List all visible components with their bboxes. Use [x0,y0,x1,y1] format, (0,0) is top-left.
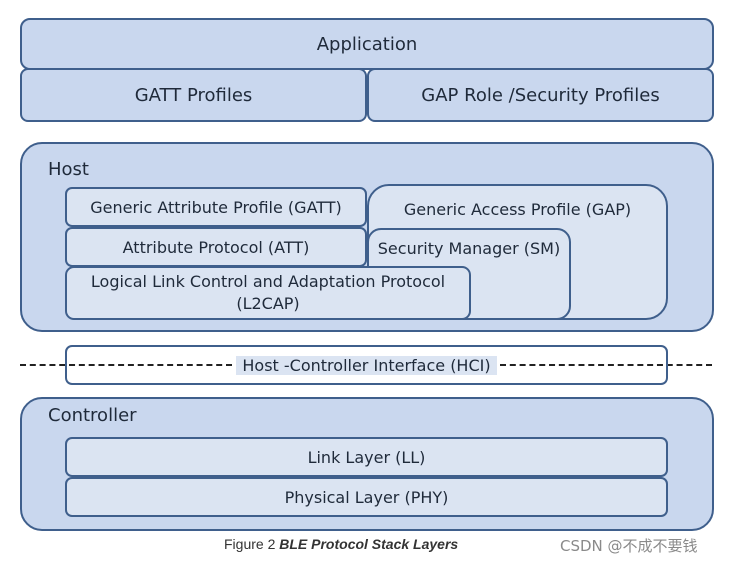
gatt-label: Generic Attribute Profile (GATT) [90,197,342,217]
att-label: Attribute Protocol (ATT) [122,237,310,257]
figure-caption: Figure 2 BLE Protocol Stack Layers [224,536,458,552]
gatt-profiles-box: GATT Profiles [20,68,367,122]
caption-prefix: Figure 2 [224,536,280,552]
gatt-profiles-label: GATT Profiles [134,84,253,106]
hci-dashed-line-left [20,364,232,366]
gap-label: Generic Access Profile (GAP) [403,200,632,219]
ll-box: Link Layer (LL) [65,437,668,477]
l2cap-box: Logical Link Control and Adaptation Prot… [65,266,471,320]
l2cap-label-line1: Logical Link Control and Adaptation Prot… [90,272,446,291]
ll-label: Link Layer (LL) [307,447,426,467]
gap-profiles-label: GAP Role /Security Profiles [421,84,660,106]
controller-title: Controller [48,405,137,426]
att-box: Attribute Protocol (ATT) [65,227,367,267]
phy-label: Physical Layer (PHY) [284,487,449,507]
hci-dashed-line-right [500,364,712,366]
application-label: Application [316,33,418,55]
application-box: Application [20,18,714,70]
caption-title: BLE Protocol Stack Layers [279,536,459,552]
sm-label: Security Manager (SM) [377,239,561,258]
hci-label: Host -Controller Interface (HCI) [236,355,497,375]
watermark: CSDN @不成不要钱 [560,537,698,555]
host-title: Host [48,159,89,180]
l2cap-label-line2: (L2CAP) [236,294,300,313]
phy-box: Physical Layer (PHY) [65,477,668,517]
gatt-box: Generic Attribute Profile (GATT) [65,187,367,227]
hci-box: Host -Controller Interface (HCI) [65,345,668,385]
gap-profiles-box: GAP Role /Security Profiles [367,68,714,122]
